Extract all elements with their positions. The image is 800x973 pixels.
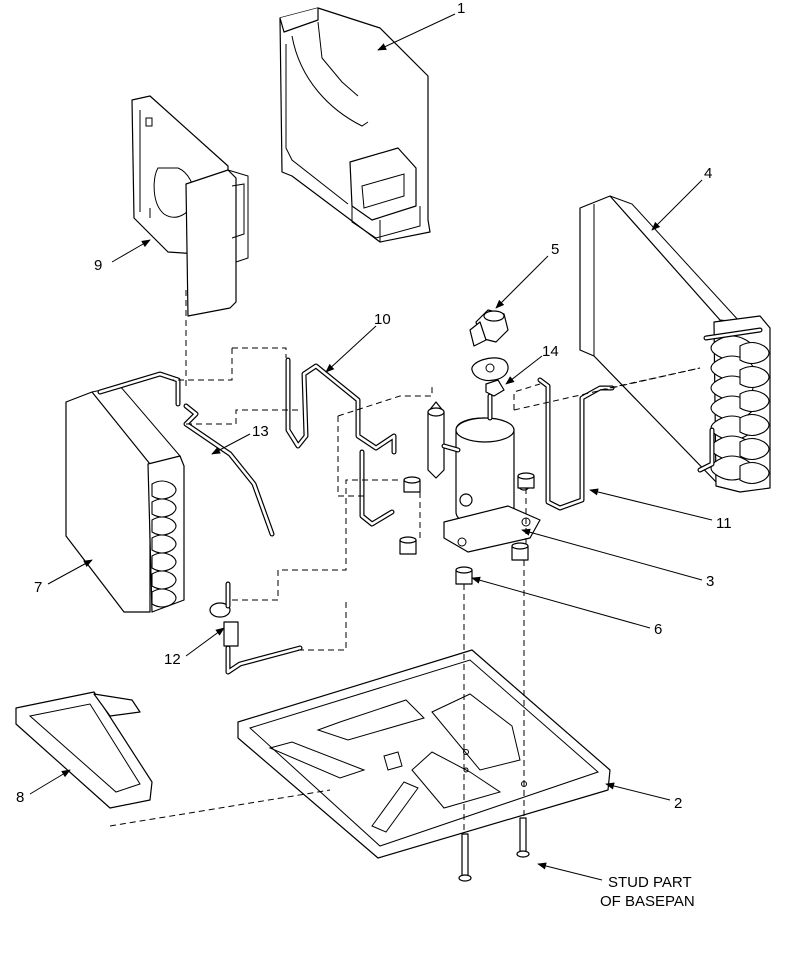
basepan-studs xyxy=(458,817,530,882)
callout-11: 11 xyxy=(716,515,732,532)
condenser-coil-part xyxy=(579,195,771,493)
terminal-cover-part xyxy=(469,309,509,347)
callout-12: 12 xyxy=(164,651,181,668)
strainer-part xyxy=(209,581,303,675)
callout-labels: 1 2 3 4 5 6 7 8 9 10 11 12 13 14 xyxy=(16,0,732,812)
callout-13: 13 xyxy=(252,423,269,440)
grommet-parts xyxy=(399,472,535,585)
suction-tube-part xyxy=(537,377,615,511)
callout-9: 9 xyxy=(94,257,102,274)
stud-note-line2: OF BASEPAN xyxy=(600,893,695,910)
stud-note-line1: STUD PART xyxy=(608,874,692,891)
base-pan-part xyxy=(237,649,611,859)
callout-5: 5 xyxy=(551,241,559,258)
fan-orifice-bracket-part xyxy=(131,95,249,317)
capillary-tube-part xyxy=(183,403,275,537)
callout-1: 1 xyxy=(457,0,465,17)
callout-10: 10 xyxy=(374,311,391,328)
callout-4: 4 xyxy=(704,165,712,182)
callout-2: 2 xyxy=(674,795,682,812)
drain-pan-part xyxy=(15,691,153,809)
callout-8: 8 xyxy=(16,789,24,806)
assembly-guide-lines xyxy=(109,290,701,830)
stud-note: STUD PART OF BASEPAN xyxy=(600,874,695,910)
fan-shroud-part xyxy=(279,7,431,243)
discharge-tube-part xyxy=(285,357,397,527)
terminal-gasket-part xyxy=(471,357,509,397)
callout-3: 3 xyxy=(706,573,714,590)
callout-14: 14 xyxy=(542,343,559,360)
compressor-part xyxy=(427,393,541,553)
evaporator-coil-part xyxy=(65,371,185,613)
condenser-coil-tubes xyxy=(710,335,770,485)
callout-6: 6 xyxy=(654,621,662,638)
callout-7: 7 xyxy=(34,579,42,596)
evaporator-coil-tubes xyxy=(151,480,177,608)
callout-leaders xyxy=(29,13,713,881)
